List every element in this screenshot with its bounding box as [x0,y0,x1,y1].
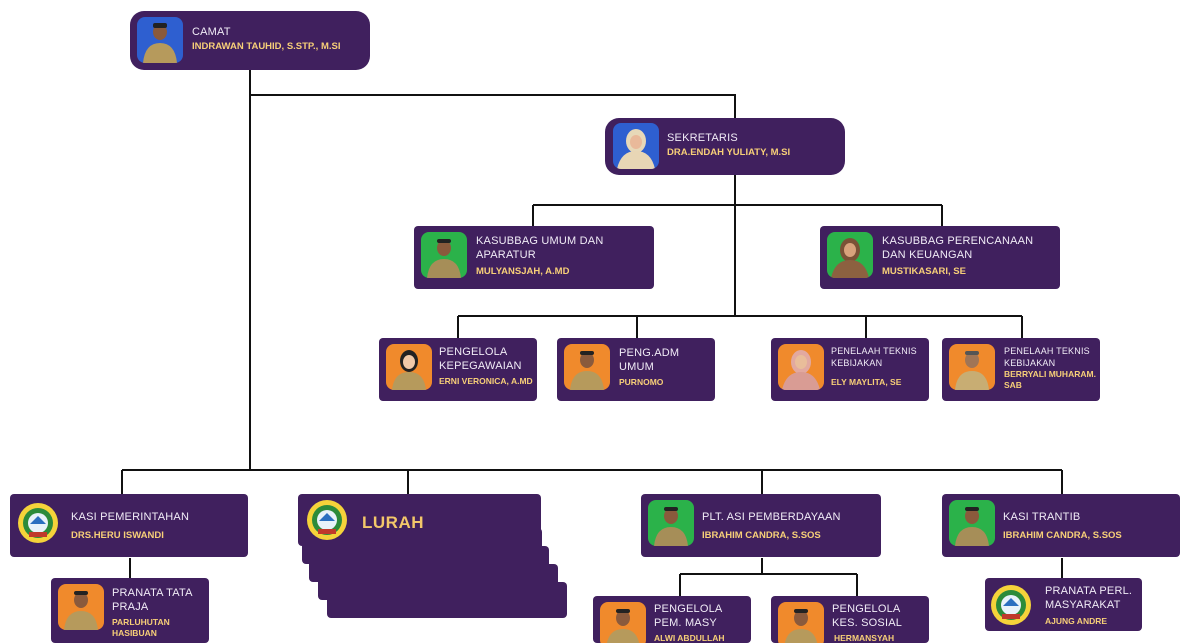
person-avatar-icon [64,591,98,630]
person-avatar-icon [606,609,640,643]
kasi-pemerintahan-role: KASI PEMERINTAHAN [71,511,190,523]
penelaah-2-photo [949,344,995,390]
penelaah-2-role: PENELAAH TEKNIS KEBIJAKAN [1004,346,1090,368]
node-camat[interactable]: CAMAT INDRAWAN TAUHID, S.STP., M.SI [130,11,370,70]
person-avatar-icon [784,609,818,643]
person-avatar-icon [427,239,461,278]
pengelola-kepegawaian-name: ERNI VERONICA, A.MD [439,376,533,386]
kasubbag-perencanaan-role: KASUBBAG PERENCANAAN DAN KEUANGAN [882,235,1034,261]
pengelola-pem-masy-photo [600,602,646,643]
sekretaris-photo [613,123,659,169]
pengelola-kes-sosial-name: HERMANSYAH [834,633,895,643]
plt-pemberdayaan-role: PLT. ASI PEMBERDAYAAN [702,511,841,523]
pranata-tata-praja-name: PARLUHUTAN HASIBUAN [112,617,170,638]
pranata-perl-name: AJUNG ANDRE [1045,616,1108,626]
camat-role: CAMAT [192,26,231,38]
pengelola-kepegawaian-photo [386,344,432,390]
pengelola-kes-sosial-photo [778,602,824,643]
kasi-trantib-name: IBRAHIM CANDRA, S.SOS [1003,530,1122,541]
person-avatar-icon [392,350,426,390]
node-kasi-trantib[interactable]: KASI TRANTIB IBRAHIM CANDRA, S.SOS [942,494,1180,557]
kasi-trantib-photo [949,500,995,546]
emblem-icon [991,585,1031,625]
person-avatar-icon [782,350,820,390]
penelaah-2-name: BERRYALI MUHARAM. SAB [1004,369,1096,390]
node-kasi-pemerintahan[interactable]: KASI PEMERINTAHAN DRS.HERU ISWANDI [10,494,248,557]
emblem-icon [307,500,347,540]
pranata-tata-praja-photo [58,584,104,630]
camat-photo [137,17,183,63]
pengelola-pem-masy-role: PENGELOLA PEM. MASY [654,603,722,629]
person-avatar-icon [831,238,869,278]
node-plt-pemberdayaan[interactable]: PLT. ASI PEMBERDAYAAN IBRAHIM CANDRA, S.… [641,494,881,557]
kasubbag-umum-photo [421,232,467,278]
node-peng-adm-umum[interactable]: PENG.ADM UMUM PURNOMO [557,338,715,401]
pengelola-pem-masy-name: ALWI ABDULLAH [654,633,725,643]
node-pengelola-pem-masy[interactable]: PENGELOLA PEM. MASY ALWI ABDULLAH [593,596,751,643]
node-pengelola-kepegawaian[interactable]: PENGELOLA KEPEGAWAIAN ERNI VERONICA, A.M… [379,338,537,401]
kasubbag-perencanaan-name: MUSTIKASARI, SE [882,266,966,277]
node-kasubbag-umum[interactable]: KASUBBAG UMUM DAN APARATUR MULYANSJAH, A… [414,226,654,289]
node-penelaah-1[interactable]: PENELAAH TEKNIS KEBIJAKAN ELY MAYLITA, S… [771,338,929,401]
person-avatar-icon [143,23,177,63]
person-avatar-icon [955,351,989,390]
lurah-label: LURAH [362,513,424,532]
person-avatar-icon [570,351,604,390]
kasi-trantib-role: KASI TRANTIB [1003,511,1081,523]
pranata-tata-praja-role: PRANATA TATA PRAJA [112,587,193,613]
node-penelaah-2[interactable]: PENELAAH TEKNIS KEBIJAKAN BERRYALI MUHAR… [942,338,1100,401]
plt-pemberdayaan-name: IBRAHIM CANDRA, S.SOS [702,530,821,541]
person-avatar-icon [955,507,989,546]
node-pranata-tata-praja[interactable]: PRANATA TATA PRAJA PARLUHUTAN HASIBUAN [51,578,209,643]
pengelola-kes-sosial-role: PENGELOLA KES. SOSIAL [832,603,903,629]
node-lurah[interactable]: LURAH [298,494,541,546]
node-pengelola-kes-sosial[interactable]: PENGELOLA KES. SOSIAL HERMANSYAH [771,596,929,643]
camat-name: INDRAWAN TAUHID, S.STP., M.SI [192,41,341,52]
node-pranata-perl[interactable]: PRANATA PERL. MASYARAKAT AJUNG ANDRE [985,578,1142,631]
node-sekretaris[interactable]: SEKRETARIS DRA.ENDAH YULIATY, M.SI [605,118,845,175]
node-kasubbag-perencanaan[interactable]: KASUBBAG PERENCANAAN DAN KEUANGAN MUSTIK… [820,226,1060,289]
peng-adm-umum-role: PENG.ADM UMUM [619,347,680,373]
pengelola-kepegawaian-role: PENGELOLA KEPEGAWAIAN [439,346,522,372]
kasubbag-umum-name: MULYANSJAH, A.MD [476,266,570,277]
kasubbag-umum-role: KASUBBAG UMUM DAN APARATUR [476,235,604,261]
sekretaris-name: DRA.ENDAH YULIATY, M.SI [667,147,791,158]
plt-pemberdayaan-photo [648,500,694,546]
kasubbag-perencanaan-photo [827,232,873,278]
kasi-pemerintahan-name: DRS.HERU ISWANDI [71,530,164,541]
pranata-perl-role: PRANATA PERL. MASYARAKAT [1045,585,1133,611]
person-avatar-icon [617,129,655,169]
person-avatar-icon [654,507,688,546]
emblem-icon [18,503,58,543]
peng-adm-umum-name: PURNOMO [619,377,664,387]
penelaah-1-role: PENELAAH TEKNIS KEBIJAKAN [831,346,917,368]
penelaah-1-name: ELY MAYLITA, SE [831,377,902,387]
sekretaris-role: SEKRETARIS [667,132,738,144]
peng-adm-umum-photo [564,344,610,390]
penelaah-1-photo [778,344,824,390]
